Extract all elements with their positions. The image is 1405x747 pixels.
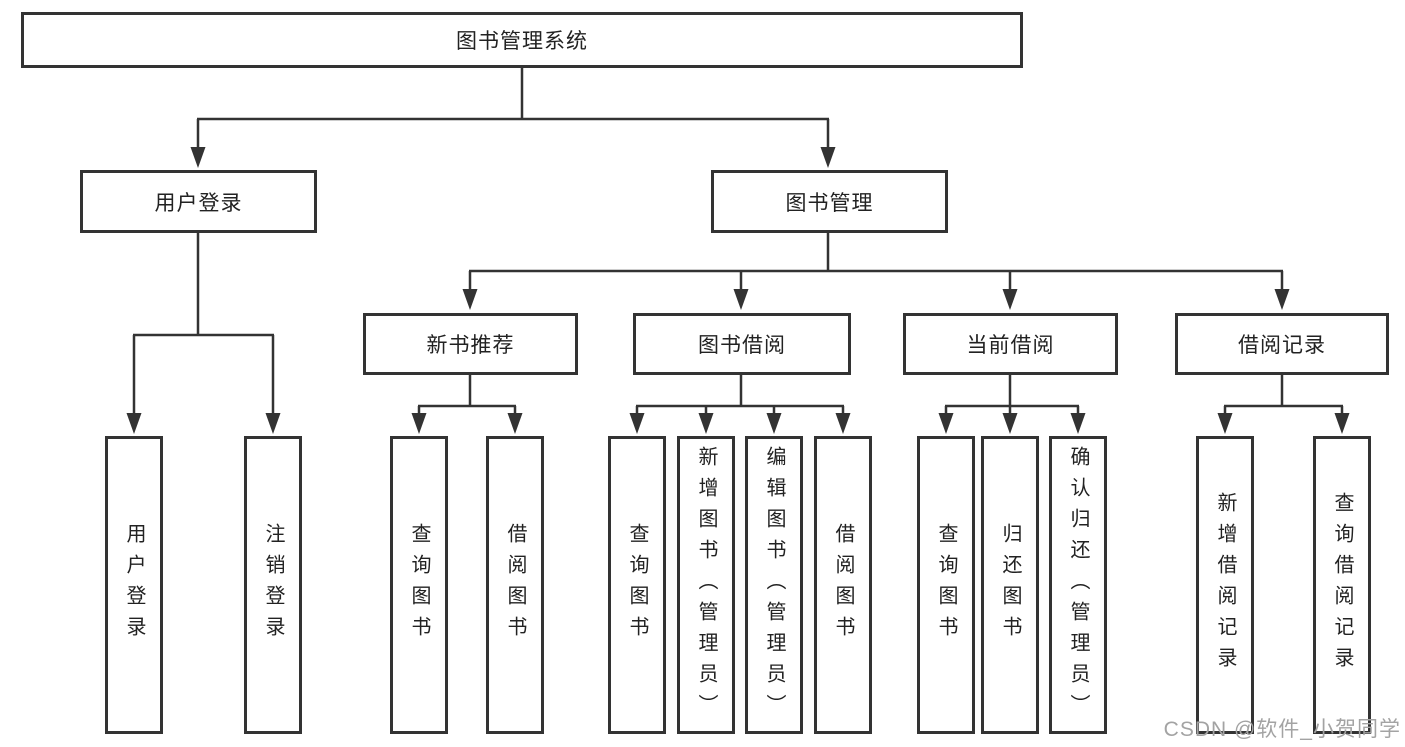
node-leaf-add-book-admin-label: 新增图书（管理员） bbox=[695, 445, 717, 725]
node-root-label: 图书管理系统 bbox=[456, 30, 588, 53]
node-new-book-recommend: 新书推荐 bbox=[363, 313, 578, 375]
node-book-management-label: 图书管理 bbox=[785, 191, 874, 215]
node-user-login-label: 用户登录 bbox=[154, 191, 243, 215]
node-leaf-user-login-label: 用户登录 bbox=[123, 523, 145, 647]
node-leaf-query-book-borrow-label: 查询图书 bbox=[626, 523, 648, 647]
node-leaf-borrow-book-label: 借阅图书 bbox=[832, 523, 854, 647]
node-leaf-borrow-book-recommend-label: 借阅图书 bbox=[504, 523, 526, 647]
node-leaf-query-borrow-record-label: 查询借阅记录 bbox=[1331, 492, 1353, 678]
node-leaf-query-book-recommend: 查询图书 bbox=[390, 436, 448, 734]
node-leaf-add-borrow-record-label: 新增借阅记录 bbox=[1214, 492, 1236, 678]
node-leaf-add-book-admin: 新增图书（管理员） bbox=[677, 436, 735, 734]
node-leaf-query-book-borrow: 查询图书 bbox=[608, 436, 666, 734]
node-new-book-recommend-label: 新书推荐 bbox=[426, 334, 515, 357]
node-book-borrow: 图书借阅 bbox=[633, 313, 851, 375]
node-leaf-query-book-recommend-label: 查询图书 bbox=[408, 523, 430, 647]
node-leaf-borrow-book-recommend: 借阅图书 bbox=[486, 436, 544, 734]
node-root: 图书管理系统 bbox=[21, 12, 1023, 68]
node-leaf-confirm-return-admin-label: 确认归还（管理员） bbox=[1067, 445, 1089, 725]
node-leaf-logout-label: 注销登录 bbox=[262, 523, 284, 647]
node-borrow-record: 借阅记录 bbox=[1175, 313, 1389, 375]
node-leaf-confirm-return-admin: 确认归还（管理员） bbox=[1049, 436, 1107, 734]
connector-lines bbox=[132, 68, 1344, 416]
node-book-borrow-label: 图书借阅 bbox=[698, 334, 786, 357]
node-leaf-borrow-book: 借阅图书 bbox=[814, 436, 872, 734]
csdn-watermark: CSDN @软件_小贺同学 bbox=[1163, 718, 1401, 741]
node-book-management: 图书管理 bbox=[711, 170, 948, 233]
node-current-borrow: 当前借阅 bbox=[903, 313, 1118, 375]
node-borrow-record-label: 借阅记录 bbox=[1238, 334, 1326, 357]
node-leaf-return-book: 归还图书 bbox=[981, 436, 1039, 734]
node-leaf-edit-book-admin-label: 编辑图书（管理员） bbox=[763, 445, 785, 725]
node-leaf-query-borrow-record: 查询借阅记录 bbox=[1313, 436, 1371, 734]
node-user-login: 用户登录 bbox=[80, 170, 317, 233]
node-leaf-logout: 注销登录 bbox=[244, 436, 302, 734]
node-leaf-query-book-current-label: 查询图书 bbox=[935, 523, 957, 647]
node-leaf-return-book-label: 归还图书 bbox=[999, 523, 1021, 647]
node-leaf-edit-book-admin: 编辑图书（管理员） bbox=[745, 436, 803, 734]
node-leaf-user-login: 用户登录 bbox=[105, 436, 163, 734]
arrowhead-icons bbox=[126, 147, 1350, 434]
node-leaf-query-book-current: 查询图书 bbox=[917, 436, 975, 734]
node-leaf-add-borrow-record: 新增借阅记录 bbox=[1196, 436, 1254, 734]
node-current-borrow-label: 当前借阅 bbox=[966, 334, 1055, 357]
